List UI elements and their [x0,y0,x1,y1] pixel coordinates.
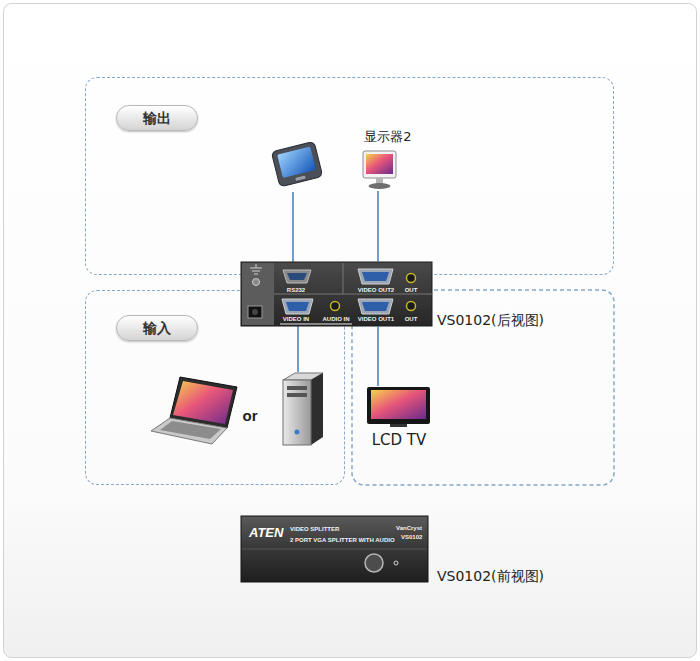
laptop-icon [151,377,237,444]
brand-logo: ATEN [249,525,283,540]
rear-divider [343,263,344,294]
or-text: or [243,407,258,424]
video-out1-port [358,299,393,314]
rs232-port-inner [287,273,307,280]
tower-power [295,430,300,435]
ground-screw [253,279,260,286]
video-out1-port-inner [362,302,389,311]
port-name: OUT [405,316,418,322]
node-caption: LCD TV [362,431,436,449]
node-caption: VS0102(前视图) [437,568,544,586]
video-in-port [282,299,313,314]
product-line: VanCryst [396,525,422,531]
front-groove [242,549,427,550]
video-out2-port-inner [362,272,389,281]
port-name: VIDEO IN [283,316,309,322]
connector-line [377,191,379,262]
node-caption: VS0102(后视图) [437,312,544,330]
product-name: VIDEO SPLITTER [290,526,339,532]
lcd-tv-node: LCD TV [362,386,436,450]
splitter-rear-drawing [241,262,432,326]
laptop-lid [170,377,237,428]
port-name: AUDIO IN [323,316,350,322]
splitter-rear-node: VS0102(后视图) [241,262,432,326]
video-in-port-inner [286,302,309,311]
terminal-body [271,141,322,187]
tower-side [311,373,323,445]
laptop-keyboard [160,421,221,439]
rear-housing [241,262,432,326]
tv-bezel [367,387,430,424]
audio-out2-jack [407,274,416,283]
port-name: VIDEO OUT2 [358,287,394,293]
model-number: VS0102 [401,534,422,540]
input-strip [280,324,352,325]
tower-top [283,373,323,380]
lcd-region-outline [352,290,614,485]
terminal-icon [271,141,322,187]
monitor-bezel [363,151,396,178]
select-button [365,554,383,572]
tower-drive [287,386,307,390]
front-housing [241,516,428,582]
terminal-screen [277,146,316,178]
connector-line [377,326,379,386]
monitor-icon [363,151,396,189]
panel [4,4,697,658]
splitter-front-node: VS0102(前视图) [241,516,428,582]
port-name: OUT [405,287,418,293]
audio-out1-jack [407,302,416,311]
rear-divider [274,294,432,295]
rs232-wire [292,192,294,262]
tv-stand [390,424,407,427]
terminal-button [295,176,305,181]
monitor-neck [376,178,383,184]
region-heading: 输入 [116,315,198,341]
video-out2-port [358,269,393,284]
power-led [394,561,398,565]
lcd-tv-icon [367,387,430,427]
tower-drive [287,393,307,397]
monitor-screen [366,154,393,174]
tv-screen [371,390,426,419]
video-in-wire [297,326,299,372]
input-region: 输入 [85,290,345,485]
laptop-screen [173,381,233,424]
audio-in-jack [331,302,340,311]
power-jack [248,306,262,318]
splitter-front-drawing [241,516,428,582]
product-description: 2 PORT VGA SPLITTER WITH AUDIO [290,537,395,543]
output-region: 输出显示器2 [85,77,614,275]
pc-tower-icon [283,373,323,445]
port-name: VIDEO OUT1 [358,316,394,322]
monitor-node: 显示器2 [356,128,420,191]
rear-side-panel [242,263,274,325]
tower-front [283,380,311,445]
node-caption: 显示器2 [356,128,420,146]
region-heading: 输出 [116,105,198,131]
ground-symbol [250,264,262,274]
laptop-base [151,418,227,444]
power-jack-hole [252,309,258,315]
rs232-port [283,270,311,283]
monitor-base [369,183,391,189]
